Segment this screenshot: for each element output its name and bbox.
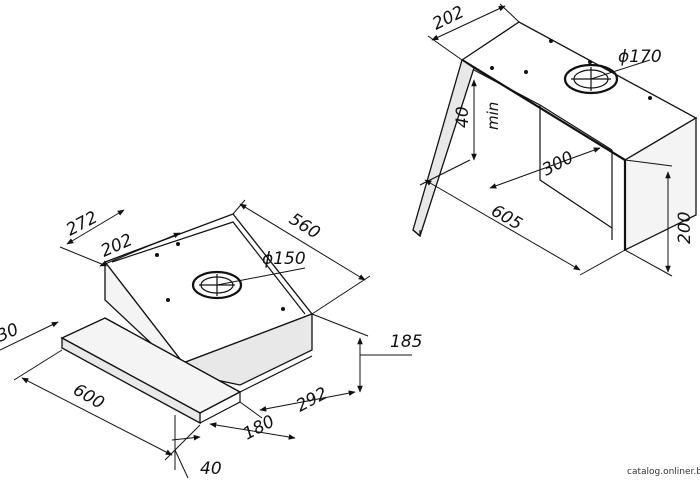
dim-ext-600: [13, 349, 63, 381]
dim-line-202-left: [99, 232, 181, 267]
dim-line-30: [0, 321, 59, 351]
label-phi150: ϕ150: [262, 249, 306, 269]
dim-ext-200b: [624, 249, 673, 277]
left-hood-screw: [155, 253, 159, 257]
label-200: 200: [675, 212, 695, 244]
left-hood-base-line: [104, 317, 313, 393]
dim-ext-600b: [164, 424, 201, 461]
left-hood-screw: [166, 298, 170, 302]
cabinet-duct: [563, 63, 619, 95]
label-phi170: ϕ170: [618, 47, 662, 67]
label-300: 300: [539, 148, 577, 181]
left-hood-screw: [176, 242, 180, 246]
label-605: 605: [488, 201, 526, 235]
left-hood-slider-edge: [199, 391, 241, 424]
dim-leader-40-left: [174, 449, 189, 479]
label-min: min: [484, 102, 502, 130]
dim-ext-272: [59, 246, 105, 266]
cabinet-screw: [588, 60, 592, 64]
left-hood-duct: [191, 270, 243, 300]
label-202-right: 202: [429, 2, 467, 34]
dim-ext-185: [311, 313, 369, 337]
dim-line-600: [21, 377, 173, 456]
cabinet-screw: [490, 66, 494, 70]
cabinet-screw: [549, 39, 553, 43]
dim-line-292: [259, 390, 356, 412]
cabinet-door-bottom: [412, 229, 421, 238]
cabinet-door: [412, 58, 475, 238]
watermark: catalog.onliner.by: [627, 467, 700, 477]
left-hood-screw: [281, 307, 285, 311]
label-40-left: 40: [200, 459, 222, 479]
label-292: 292: [293, 384, 331, 417]
cabinet-screw: [648, 96, 652, 100]
left-hood-drawing: 272 202 560 ϕ150 30 600 185 292 180 40: [0, 199, 422, 479]
dim-ext-560: [232, 199, 246, 215]
dim-line-202-right: [431, 5, 506, 41]
label-185: 185: [390, 332, 422, 352]
dim-ext-605: [579, 249, 626, 276]
label-560: 560: [285, 209, 323, 243]
dim-line-605: [424, 179, 581, 271]
dim-line-560: [239, 203, 366, 281]
right-cabinet-drawing: 202 ϕ170 40 min 300 605 200: [412, 2, 698, 277]
dim-ext-292: [239, 401, 263, 419]
label-600: 600: [70, 380, 108, 414]
label-30: 30: [0, 319, 22, 346]
dim-leader-170: [590, 59, 651, 80]
dim-line-180: [209, 422, 296, 440]
dim-line-272: [66, 209, 125, 245]
label-180: 180: [240, 412, 278, 445]
dim-ext-202-rightb: [499, 3, 520, 23]
label-40-min: 40: [453, 106, 473, 128]
dim-leader-150: [216, 267, 306, 286]
dim-ext-202-right: [427, 35, 463, 61]
dim-ext-200: [624, 159, 673, 167]
dim-arrow-40-left: [171, 434, 201, 441]
cabinet-screw: [524, 70, 528, 74]
dim-ext-560b: [311, 275, 371, 315]
